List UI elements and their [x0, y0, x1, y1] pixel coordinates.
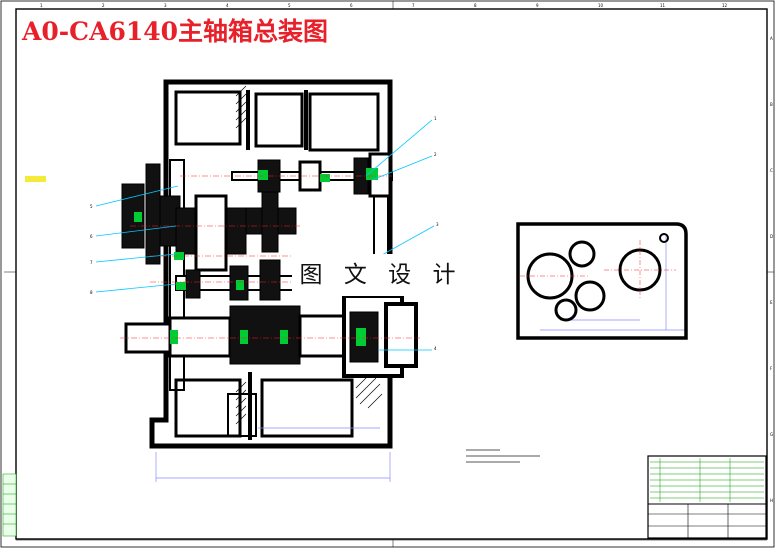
svg-text:2: 2	[102, 3, 105, 8]
frame-zone-labels: 1 2 3 4 5 6 7 8 9 10 11 12 A B C D E F G…	[40, 3, 773, 503]
dimension-lines	[155, 236, 686, 482]
svg-text:9: 9	[536, 3, 539, 8]
frame-zone-ticks	[4, 1, 774, 547]
svg-text:G: G	[770, 432, 773, 437]
side-view	[516, 222, 688, 340]
part-label-7: 7	[90, 260, 93, 265]
technical-notes	[466, 449, 540, 463]
side-view-centerlines	[520, 240, 676, 300]
svg-text:H: H	[770, 498, 773, 503]
svg-text:7: 7	[412, 3, 415, 8]
svg-text:1: 1	[40, 3, 43, 8]
svg-text:10: 10	[598, 3, 604, 8]
gearbox-housing	[149, 79, 393, 449]
watermark-text: 图 文 设 计	[292, 254, 470, 296]
part-label-2: 2	[434, 152, 437, 157]
part-label-8: 8	[90, 290, 93, 295]
part-label-1: 1	[434, 116, 437, 121]
part-leaders	[95, 119, 435, 351]
svg-text:8: 8	[474, 3, 477, 8]
svg-text:6: 6	[350, 3, 353, 8]
part-label-text: 1 2 3 4 5 6 7 8	[90, 116, 439, 351]
drawing-title: A0-CA6140主轴箱总装图	[22, 17, 329, 46]
svg-text:F: F	[770, 366, 773, 371]
side-legend	[2, 473, 17, 537]
svg-text:3: 3	[164, 3, 167, 8]
center-lines	[120, 175, 420, 339]
part-label-5: 5	[90, 204, 93, 209]
title-block	[647, 455, 767, 539]
svg-text:B: B	[770, 102, 773, 107]
part-label-6: 6	[90, 234, 93, 239]
svg-text:4: 4	[226, 3, 229, 8]
svg-text:11: 11	[660, 3, 666, 8]
svg-text:A: A	[770, 36, 773, 41]
part-label-4: 4	[434, 346, 437, 351]
bearing-highlights	[134, 168, 378, 346]
part-label-3: 3	[436, 222, 439, 227]
drawing-stamp	[25, 176, 46, 182]
svg-text:E: E	[770, 300, 773, 305]
section-hatching	[235, 85, 383, 425]
svg-text:D: D	[770, 234, 773, 239]
parts-table	[650, 458, 764, 502]
svg-text:5: 5	[288, 3, 291, 8]
inner-frame	[15, 8, 768, 540]
svg-text:C: C	[770, 168, 773, 173]
svg-text:12: 12	[722, 3, 728, 8]
